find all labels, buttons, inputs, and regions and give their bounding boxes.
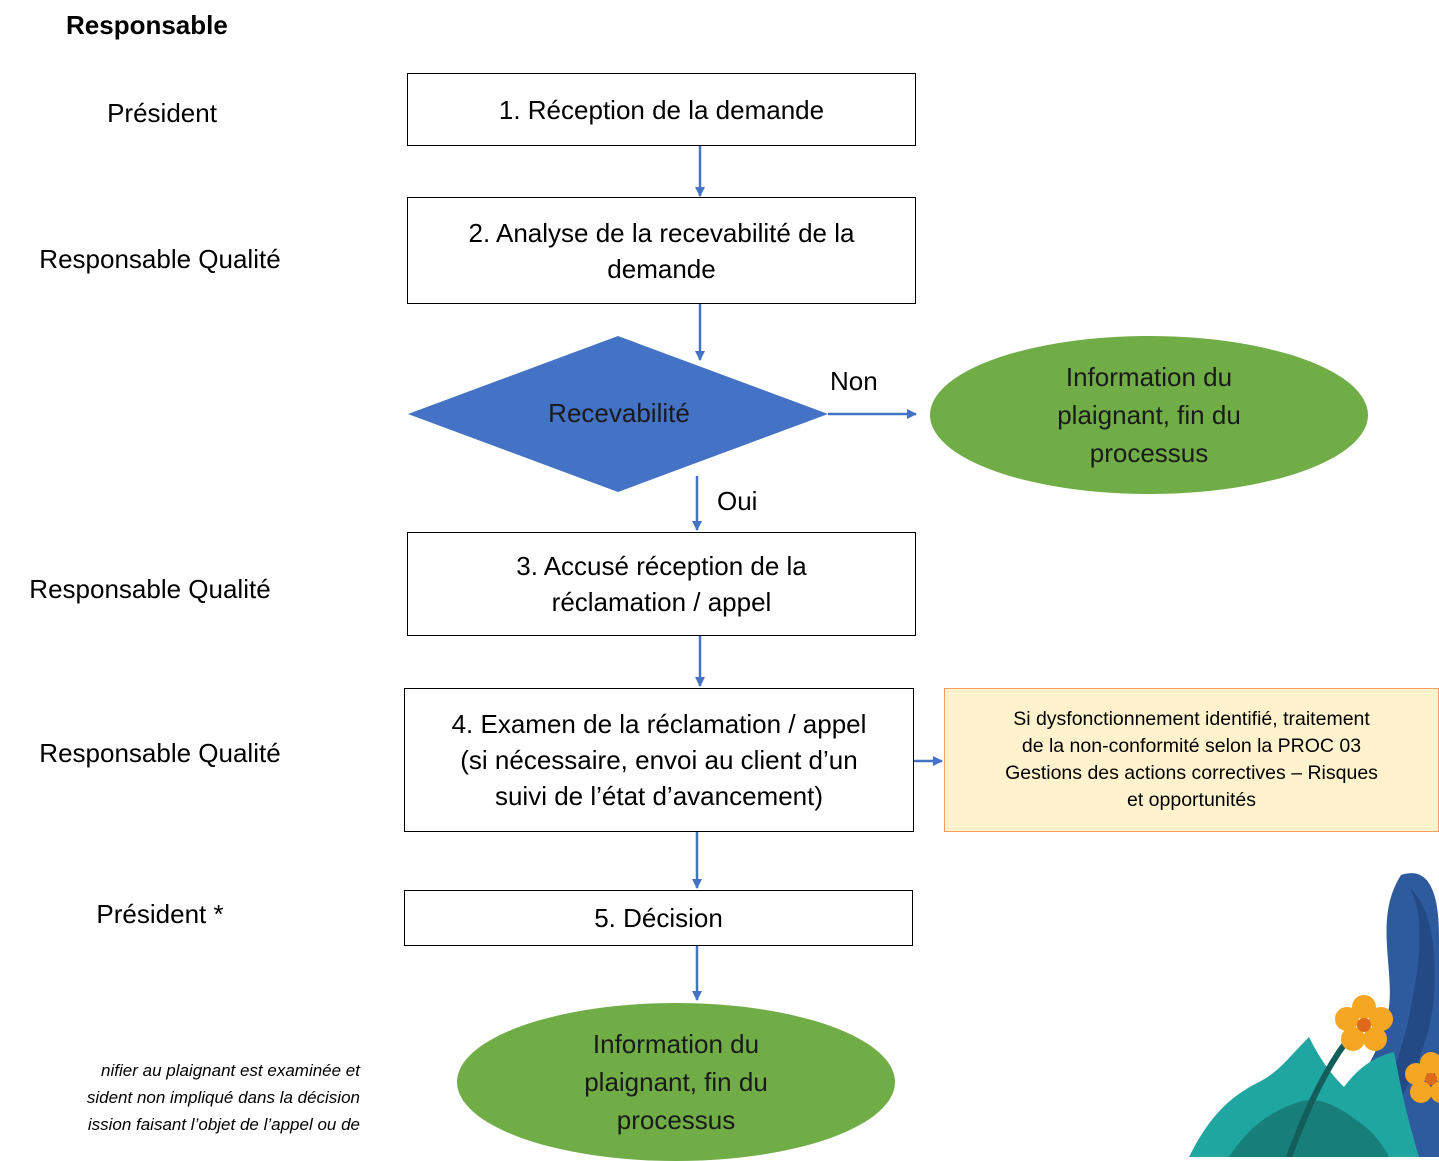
decision-label: Recevabilité (548, 398, 690, 428)
decision-diamond (408, 336, 828, 492)
step-3-text-line: 3. Accusé réception de la (516, 551, 807, 581)
step-4-text-line: 4. Examen de la réclamation / appel (451, 709, 867, 739)
end-ellipse-bottom: Information du plaignant, fin du process… (457, 1003, 895, 1161)
step-5-text: 5. Décision (594, 903, 723, 933)
teal-foliage-dark (1229, 1099, 1389, 1157)
role-label: Responsable Qualité (29, 574, 271, 604)
role-label: Président (107, 98, 217, 128)
end-bottom-text-line: processus (616, 1105, 736, 1135)
orange-flower-icon (1335, 995, 1393, 1051)
end-right-text-line: Information du (1065, 362, 1233, 392)
note-text-line: Si dysfonctionnement identifié, traiteme… (1013, 708, 1370, 730)
note-text-line: Gestions des actions correctives – Risqu… (1005, 762, 1378, 784)
step-4-text-line: suivi de l’état d’avancement) (494, 781, 824, 811)
note-text-line: de la non-conformité selon la PROC 03 (1021, 735, 1362, 757)
decorative-plant-illustration (1189, 873, 1439, 1157)
step-2-text-line: 2. Analyse de la recevabilité de la (468, 217, 855, 248)
role-label: Responsable Qualité (39, 738, 281, 768)
step-4-text-line: (si nécessaire, envoi au client d’un (460, 745, 858, 775)
step-3-box: 3. Accusé réception de la réclamation / … (407, 532, 916, 636)
end-bottom-text-line: Information du (592, 1029, 760, 1059)
role-label: Président * (96, 899, 224, 929)
corrective-action-note: Si dysfonctionnement identifié, traiteme… (944, 688, 1439, 832)
step-5-box: 5. Décision (404, 890, 913, 946)
step-2-text-line: demande (607, 253, 716, 284)
footnote: nifier au plaignant est examinée et side… (0, 1057, 360, 1138)
step-3-text-line: réclamation / appel (551, 587, 772, 617)
step-1-text: 1. Réception de la demande (498, 94, 825, 125)
footnote-line: ission faisant l’objet de l’appel ou de (87, 1115, 360, 1134)
end-right-text-line: processus (1089, 438, 1209, 468)
footnote-line: sident non impliqué dans la décision (86, 1088, 360, 1107)
decision-yes-label: Oui (717, 486, 758, 516)
note-text-line: et opportunités (1126, 789, 1256, 811)
orange-flower-icon (1405, 1052, 1439, 1103)
end-bottom-text-line: plaignant, fin du (584, 1067, 768, 1097)
step-1-box: 1. Réception de la demande (407, 73, 916, 146)
end-right-text-line: plaignant, fin du (1057, 400, 1241, 430)
step-4-box: 4. Examen de la réclamation / appel (si … (404, 688, 914, 832)
footnote-line: nifier au plaignant est examinée et (101, 1061, 360, 1080)
end-ellipse-right: Information du plaignant, fin du process… (930, 336, 1368, 494)
blue-leaf-shade (1364, 887, 1435, 1127)
decision-no-label: Non (830, 366, 878, 396)
step-2-box: 2. Analyse de la recevabilité de la dema… (407, 197, 916, 304)
role-label: Responsable Qualité (39, 244, 281, 274)
column-header: Responsable (66, 10, 228, 40)
